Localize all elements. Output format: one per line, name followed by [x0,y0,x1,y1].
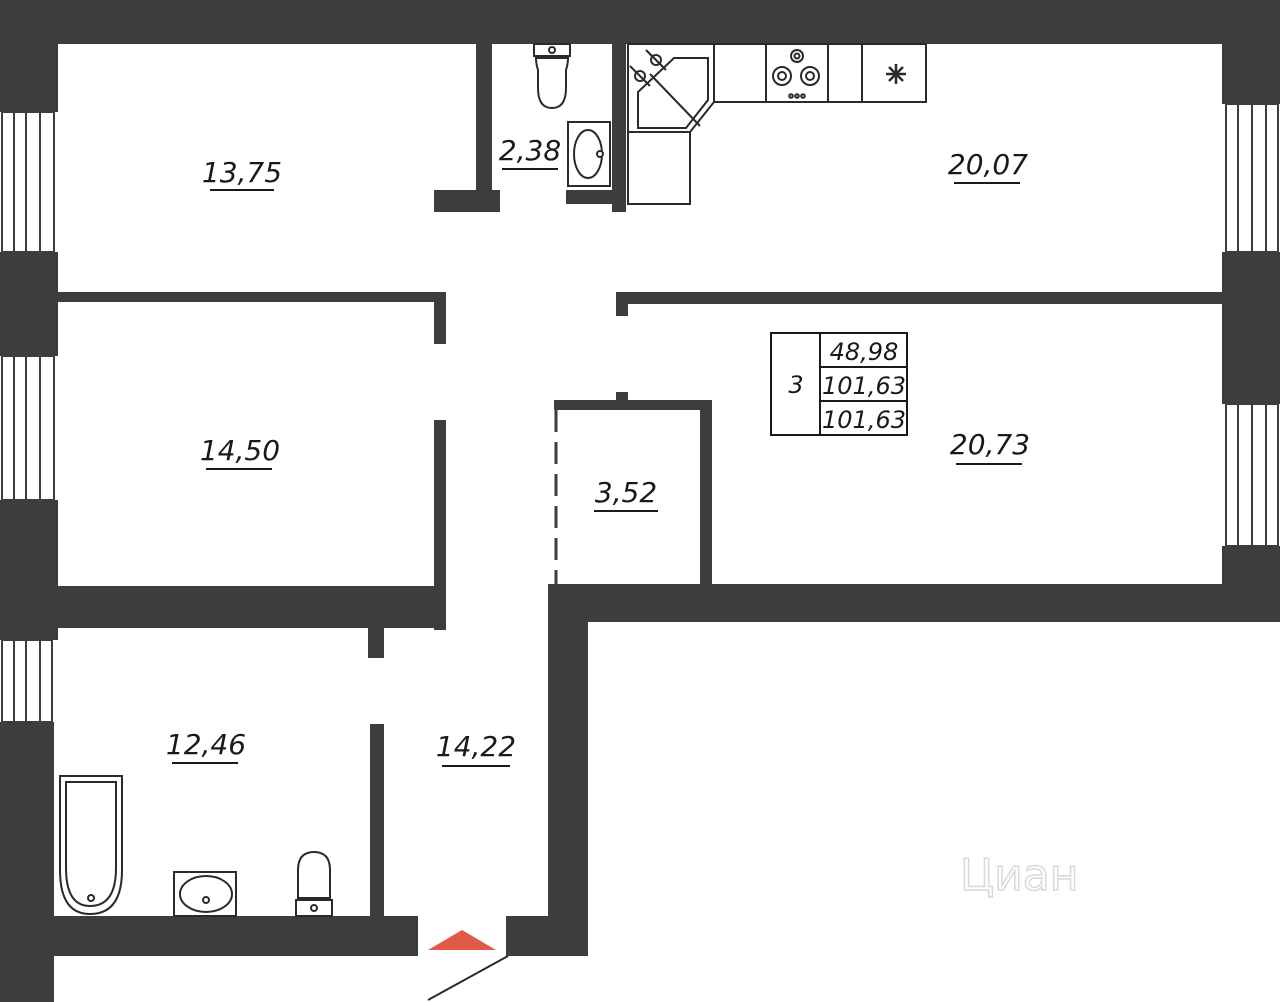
fixtures [59,43,927,917]
windows [1,103,1279,723]
window-left-2 [1,355,55,501]
faucet-icon [629,49,667,87]
stove-icon [772,49,820,99]
room-labels: 13,75 2,38 20,07 14,50 3,52 20,73 12,46 … [166,134,1030,767]
entrance-arrow-icon [428,930,496,950]
toilet-bathroom-icon [295,850,333,917]
entrance-door-line [427,955,509,1001]
window-left-3 [1,639,53,723]
room-label-20-73: 20,73 [950,428,1030,461]
window-left-1 [1,111,55,253]
window-right-1 [1225,103,1279,253]
watermark-logo: Циан [960,850,1079,901]
total-area-2: 101,63 [822,406,906,434]
room-label-12-46: 12,46 [166,728,246,761]
living-area: 48,98 [830,338,899,366]
sink-bathroom-icon [173,871,237,917]
area-summary-table: 3 48,98 101,63 101,63 [770,332,908,436]
toilet-wc-icon [533,43,571,110]
rooms-count: 3 [788,371,803,399]
room-label-14-50: 14,50 [200,434,280,467]
room-label-3-52: 3,52 [595,476,657,509]
window-right-2 [1225,403,1279,547]
snowflake-icon [886,64,906,84]
room-label-14-22: 14,22 [436,730,516,763]
room-label-20-07: 20,07 [948,148,1028,181]
room-label-2-38: 2,38 [499,134,561,167]
bathtub-icon [59,775,123,916]
room-label-13-75: 13,75 [202,156,282,189]
sink-wc-icon [567,121,611,187]
total-area: 101,63 [822,372,906,400]
